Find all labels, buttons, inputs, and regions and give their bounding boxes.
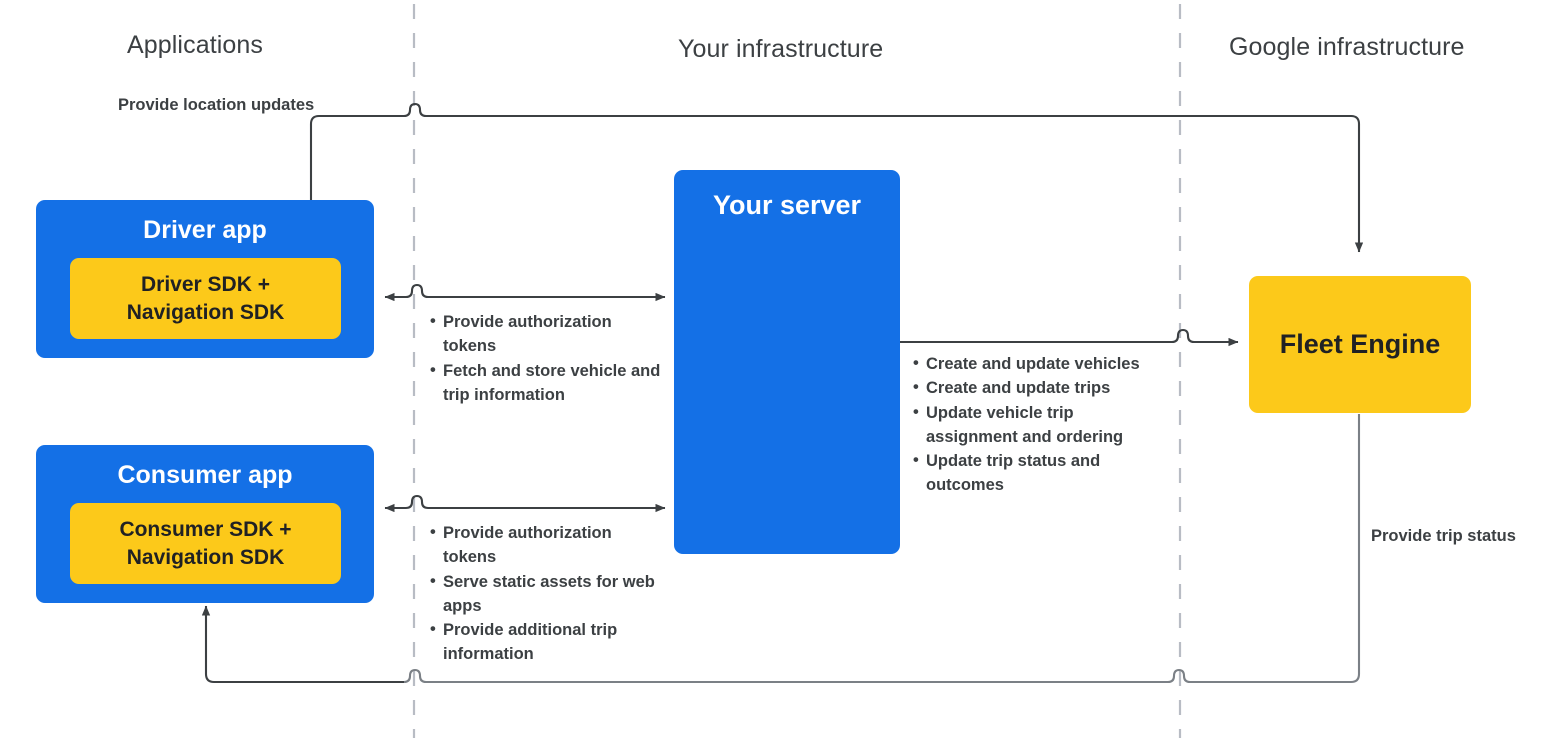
node-driver-app[interactable]: Driver app Driver SDK + Navigation SDK bbox=[36, 200, 374, 358]
driver-sdk-label: Driver SDK + Navigation SDK bbox=[126, 272, 285, 324]
edge-bullets-consumer-server: Provide authorization tokens Serve stati… bbox=[430, 520, 655, 667]
list-item: Provide additional trip information bbox=[430, 617, 655, 667]
edge-label-trip-status: Provide trip status bbox=[1371, 527, 1516, 545]
fleet-engine-label: Fleet Engine bbox=[1279, 329, 1441, 359]
list-item: Serve static assets for web apps bbox=[430, 569, 655, 619]
list-item: Update trip status and outcomes bbox=[913, 448, 1165, 498]
edge-consumer-server bbox=[384, 494, 666, 513]
edge-server-fleet-engine bbox=[900, 328, 1239, 347]
edge-bullets-driver-server: Provide authorization tokens Fetch and s… bbox=[430, 309, 665, 408]
list-item: Create and update vehicles bbox=[913, 351, 1165, 376]
your-server-title: Your server bbox=[712, 190, 862, 220]
consumer-app-title: Consumer app bbox=[117, 461, 293, 489]
node-consumer-app[interactable]: Consumer app Consumer SDK + Navigation S… bbox=[36, 445, 374, 603]
consumer-sdk-label: Consumer SDK + Navigation SDK bbox=[119, 517, 292, 569]
server-fleet-engine-bullet-list: Create and update vehicles Create and up… bbox=[913, 351, 1165, 498]
driver-server-bullet-list: Provide authorization tokens Fetch and s… bbox=[430, 309, 665, 408]
list-item: Provide authorization tokens bbox=[430, 309, 665, 359]
list-item: Fetch and store vehicle and trip informa… bbox=[430, 358, 665, 408]
edge-location-updates bbox=[309, 102, 1364, 263]
column-header-your-infrastructure: Your infrastructure bbox=[678, 35, 884, 63]
consumer-server-bullet-list: Provide authorization tokens Serve stati… bbox=[430, 520, 655, 667]
list-item: Create and update trips bbox=[913, 375, 1165, 400]
edge-driver-server bbox=[384, 283, 666, 302]
edge-label-location-updates: Provide location updates bbox=[118, 96, 315, 114]
driver-app-title: Driver app bbox=[143, 216, 267, 244]
column-header-google-infrastructure: Google infrastructure bbox=[1229, 33, 1465, 61]
edge-bullets-server-fleet-engine: Create and update vehicles Create and up… bbox=[913, 351, 1165, 498]
node-fleet-engine[interactable]: Fleet Engine bbox=[1249, 276, 1471, 413]
node-consumer-sdk[interactable]: Consumer SDK + Navigation SDK bbox=[70, 503, 341, 584]
edge-trip-status bbox=[201, 414, 1361, 684]
column-header-applications: Applications bbox=[127, 31, 264, 59]
list-item: Provide authorization tokens bbox=[430, 520, 655, 570]
list-item: Update vehicle trip assignment and order… bbox=[913, 400, 1165, 450]
node-driver-sdk[interactable]: Driver SDK + Navigation SDK bbox=[70, 258, 341, 339]
node-your-server[interactable]: Your server bbox=[674, 170, 900, 554]
